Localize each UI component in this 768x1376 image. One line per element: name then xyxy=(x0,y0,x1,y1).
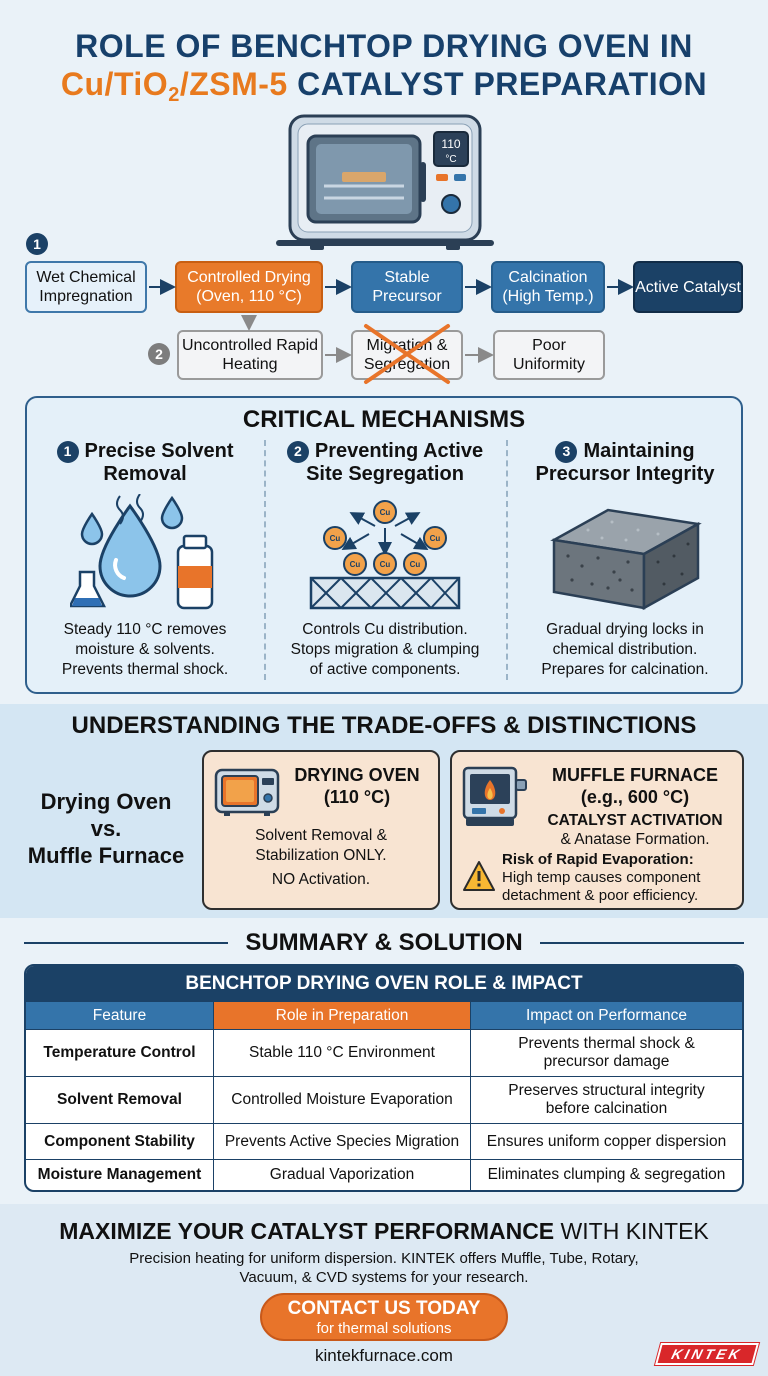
formula-subscript: 2 xyxy=(168,84,180,106)
oven-card-title: DRYING OVEN (110 °C) xyxy=(294,765,420,807)
cta-main-label: CONTACT US TODAY xyxy=(287,1298,481,1319)
table-cell-feature: Solvent Removal xyxy=(26,1077,214,1124)
furnace-risk-text: Risk of Rapid Evaporation: High temp cau… xyxy=(502,851,701,904)
table-cell-impact: Preserves structural integrity before ca… xyxy=(471,1077,742,1124)
small-oven-icon xyxy=(214,768,280,816)
svg-text:Cu: Cu xyxy=(430,534,441,543)
page-title-line1: ROLE OF BENCHTOP DRYING OVEN IN xyxy=(75,28,693,64)
furnace-activation-text: CATALYST ACTIVATION & Anatase Formation. xyxy=(547,812,723,848)
warning-icon xyxy=(463,861,495,891)
summary-rule-left xyxy=(24,942,228,944)
furnace-icon xyxy=(462,766,527,826)
cu-atom-label: Cu xyxy=(380,508,391,517)
drying-oven-illustration: 110 °C xyxy=(276,114,494,250)
step-calcination: Calcination (High Temp.) xyxy=(491,261,605,313)
furnace-card-title: MUFFLE FURNACE (e.g., 600 °C) xyxy=(552,765,718,807)
mechanism-3-text: Gradual drying locks in chemical distrib… xyxy=(541,621,709,678)
cu-dispersion-icon: Cu Cu Cu Cu Cu Cu xyxy=(309,500,461,610)
table-cell-impact: Eliminates clumping & segregation xyxy=(487,1166,726,1183)
table-cell-role: Stable 110 °C Environment xyxy=(214,1030,471,1077)
step-poor-uniformity: Poor Uniformity xyxy=(493,330,605,380)
kintek-logo: KINTEK xyxy=(655,1343,759,1365)
cta-sub-label: for thermal solutions xyxy=(316,1320,452,1337)
table-cell-feature: Component Stability xyxy=(26,1124,214,1160)
svg-text:Cu: Cu xyxy=(330,534,341,543)
table-cell-impact: Prevents thermal shock & precursor damag… xyxy=(471,1030,742,1077)
table-title: BENCHTOP DRYING OVEN ROLE & IMPACT xyxy=(26,966,742,1002)
summary-title: SUMMARY & SOLUTION xyxy=(245,929,523,956)
column-header-role: Role in Preparation xyxy=(214,1002,471,1030)
svg-text:Cu: Cu xyxy=(380,560,391,569)
svg-text:Cu: Cu xyxy=(350,560,361,569)
formula-b: /ZSM-5 xyxy=(179,66,288,102)
footer-section xyxy=(0,1204,768,1376)
page-title-line2: Cu/TiO2/ZSM-5 CATALYST PREPARATION xyxy=(0,66,768,107)
svg-text:Cu: Cu xyxy=(410,560,421,569)
footer-description: Precision heating for uniform dispersion… xyxy=(129,1250,639,1286)
oven-display-value: 110 xyxy=(441,137,460,151)
table-cell-role: Gradual Vaporization xyxy=(214,1160,471,1190)
solvent-droplets-icon xyxy=(70,494,214,610)
formula-a: Cu/TiO xyxy=(60,66,169,102)
table-cell-feature: Moisture Management xyxy=(26,1160,214,1190)
oven-card-text: Solvent Removal & Stabilization ONLY. NO… xyxy=(255,827,387,888)
step-active-catalyst: Active Catalyst xyxy=(633,261,743,313)
oven-display-unit: °C xyxy=(445,154,456,165)
path1-number-badge: 1 xyxy=(26,233,48,255)
contact-us-button[interactable]: CONTACT US TODAY for thermal solutions xyxy=(260,1293,508,1341)
mechanism-3-number: 3 xyxy=(555,440,578,463)
table-cell-impact: Ensures uniform copper dispersion xyxy=(471,1124,742,1160)
summary-rule-right xyxy=(540,942,744,944)
step-wet-impregnation: Wet Chemical Impregnation xyxy=(25,261,147,313)
comparison-label: Drying Oven vs. Muffle Furnace xyxy=(27,789,185,868)
table-cell-role: Prevents Active Species Migration xyxy=(214,1124,471,1160)
step-controlled-drying: Controlled Drying (Oven, 110 °C) xyxy=(175,261,323,313)
divider xyxy=(264,440,266,680)
mechanisms-title: CRITICAL MECHANISMS xyxy=(242,406,526,433)
table-cell-feature: Temperature Control xyxy=(26,1030,214,1077)
mechanism-1-number: 1 xyxy=(56,440,79,463)
title-rest: CATALYST PREPARATION xyxy=(287,66,708,102)
porous-block-icon xyxy=(550,508,702,611)
summary-table: BENCHTOP DRYING OVEN ROLE & IMPACT Featu… xyxy=(24,964,744,1192)
website-link[interactable]: kintekfurnace.com xyxy=(315,1346,453,1365)
mechanism-2-text: Controls Cu distribution. Stops migratio… xyxy=(290,621,480,678)
divider xyxy=(506,440,508,680)
column-header-feature: Feature xyxy=(26,1002,214,1030)
footer-headline: MAXIMIZE YOUR CATALYST PERFORMANCE WITH … xyxy=(59,1218,709,1244)
path2-number-badge: 2 xyxy=(148,343,170,365)
flow-arrows xyxy=(149,279,634,384)
mechanism-2-number: 2 xyxy=(286,440,309,463)
step-uncontrolled-heating: Uncontrolled Rapid Heating xyxy=(177,330,323,380)
mechanism-1-text: Steady 110 °C removes moisture & solvent… xyxy=(61,621,229,678)
tradeoffs-title: UNDERSTANDING THE TRADE-OFFS & DISTINCTI… xyxy=(71,712,697,739)
column-header-impact: Impact on Performance xyxy=(471,1002,742,1030)
step-stable-precursor: Stable Precursor xyxy=(351,261,463,313)
table-cell-role: Controlled Moisture Evaporation xyxy=(214,1077,471,1124)
